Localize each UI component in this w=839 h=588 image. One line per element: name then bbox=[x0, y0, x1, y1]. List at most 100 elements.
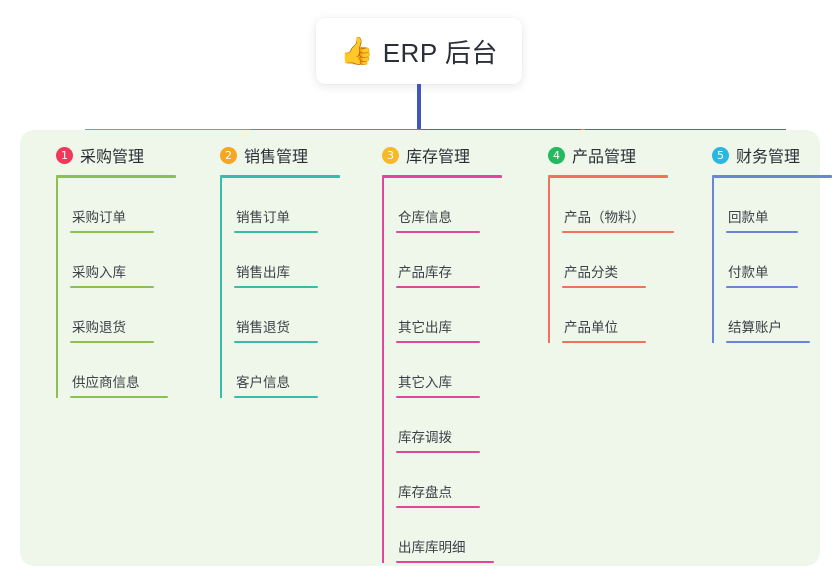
leaf-item-rule bbox=[726, 341, 810, 343]
column-rule-4 bbox=[548, 175, 668, 178]
leaf-item-label: 库存调拨 bbox=[398, 430, 452, 445]
leaf-item-rule bbox=[396, 396, 480, 398]
leaf-item-rule bbox=[396, 341, 480, 343]
leaf-item[interactable]: 其它入库 bbox=[382, 343, 502, 398]
column-title-1: 采购管理 bbox=[80, 149, 145, 166]
column-items-3: 仓库信息产品库存其它出库其它入库库存调拨库存盘点出库库明细 bbox=[362, 178, 502, 563]
leaf-item-label: 销售出库 bbox=[236, 265, 290, 280]
leaf-item[interactable]: 采购订单 bbox=[56, 178, 176, 233]
leaf-item-label: 其它入库 bbox=[398, 375, 452, 390]
leaf-item-rule bbox=[562, 286, 646, 288]
leaf-item[interactable]: 客户信息 bbox=[220, 343, 340, 398]
leaf-item-rule bbox=[234, 286, 318, 288]
page-title: ERP 后台 bbox=[382, 37, 498, 68]
column-1: 1 采购管理采购订单采购入库采购退货供应商信息 bbox=[36, 142, 176, 398]
leaf-item-label: 销售订单 bbox=[236, 210, 290, 225]
column-rule-5 bbox=[712, 175, 832, 178]
leaf-item-label: 供应商信息 bbox=[72, 375, 140, 390]
column-spine-3 bbox=[382, 178, 384, 563]
leaf-item-rule bbox=[234, 231, 318, 233]
column-header-2[interactable]: 2 销售管理 bbox=[200, 142, 340, 168]
leaf-item-rule bbox=[234, 396, 318, 398]
leaf-item-label: 付款单 bbox=[728, 265, 769, 280]
column-title-4: 产品管理 bbox=[572, 149, 637, 166]
leaf-item-rule bbox=[70, 396, 168, 398]
leaf-item[interactable]: 产品库存 bbox=[382, 233, 502, 288]
column-items-4: 产品（物料） 产品分类产品单位 bbox=[528, 178, 674, 343]
column-title-2: 销售管理 bbox=[244, 149, 309, 166]
leaf-item[interactable]: 其它出库 bbox=[382, 288, 502, 343]
column-badge-1: 1 bbox=[56, 146, 73, 164]
leaf-item[interactable]: 销售出库 bbox=[220, 233, 340, 288]
thumbs-up-icon: 👍 bbox=[340, 35, 374, 66]
column-header-1[interactable]: 1 采购管理 bbox=[36, 142, 176, 168]
leaf-item-label: 仓库信息 bbox=[398, 210, 452, 225]
column-badge-3: 3 bbox=[382, 146, 399, 164]
column-items-5: 回款单付款单结算账户 bbox=[692, 178, 832, 343]
leaf-item-rule bbox=[726, 286, 798, 288]
leaf-item-rule bbox=[70, 341, 154, 343]
leaf-item[interactable]: 结算账户 bbox=[712, 288, 832, 343]
column-spine-2 bbox=[220, 178, 222, 398]
column-spine-1 bbox=[56, 178, 58, 398]
leaf-item-rule bbox=[562, 231, 674, 233]
leaf-item[interactable]: 销售订单 bbox=[220, 178, 340, 233]
leaf-item-rule bbox=[562, 341, 646, 343]
leaf-item-rule bbox=[396, 231, 480, 233]
leaf-item-label: 结算账户 bbox=[728, 320, 782, 335]
column-badge-2: 2 bbox=[220, 146, 237, 164]
leaf-item-label: 采购入库 bbox=[72, 265, 126, 280]
leaf-item[interactable]: 产品（物料） bbox=[548, 178, 674, 233]
leaf-item-rule bbox=[396, 451, 480, 453]
leaf-item[interactable]: 产品单位 bbox=[548, 288, 668, 343]
leaf-item-label: 其它出库 bbox=[398, 320, 452, 335]
column-4: 4 产品管理产品（物料） 产品分类产品单位 bbox=[528, 142, 674, 343]
content-panel bbox=[20, 130, 820, 566]
leaf-item[interactable]: 采购退货 bbox=[56, 288, 176, 343]
leaf-item[interactable]: 仓库信息 bbox=[382, 178, 502, 233]
leaf-item[interactable]: 采购入库 bbox=[56, 233, 176, 288]
column-header-4[interactable]: 4 产品管理 bbox=[528, 142, 668, 168]
leaf-item-rule bbox=[70, 286, 154, 288]
column-2: 2 销售管理销售订单销售出库销售退货客户信息 bbox=[200, 142, 340, 398]
column-rule-3 bbox=[382, 175, 502, 178]
column-rule-1 bbox=[56, 175, 176, 178]
column-badge-5: 5 bbox=[712, 146, 729, 164]
leaf-item[interactable]: 回款单 bbox=[712, 178, 832, 233]
leaf-item[interactable]: 产品分类 bbox=[548, 233, 668, 288]
leaf-item-label: 产品（物料） bbox=[564, 210, 645, 225]
column-spine-5 bbox=[712, 178, 714, 343]
column-header-3[interactable]: 3 库存管理 bbox=[362, 142, 502, 168]
column-spine-4 bbox=[548, 178, 550, 343]
leaf-item-label: 回款单 bbox=[728, 210, 769, 225]
leaf-item-label: 采购退货 bbox=[72, 320, 126, 335]
leaf-item-label: 产品分类 bbox=[564, 265, 618, 280]
leaf-item-rule bbox=[234, 341, 318, 343]
leaf-item-label: 采购订单 bbox=[72, 210, 126, 225]
leaf-item-rule bbox=[396, 286, 480, 288]
column-3: 3 库存管理仓库信息产品库存其它出库其它入库库存调拨库存盘点出库库明细 bbox=[362, 142, 502, 563]
leaf-item[interactable]: 库存调拨 bbox=[382, 398, 502, 453]
root-node-erp-backend[interactable]: 👍 ERP 后台 bbox=[316, 18, 522, 84]
column-badge-4: 4 bbox=[548, 146, 565, 164]
leaf-item-rule bbox=[396, 506, 480, 508]
leaf-item[interactable]: 库存盘点 bbox=[382, 453, 502, 508]
leaf-item[interactable]: 供应商信息 bbox=[56, 343, 176, 398]
leaf-item-rule bbox=[726, 231, 798, 233]
leaf-item-label: 库存盘点 bbox=[398, 485, 452, 500]
leaf-item-label: 产品单位 bbox=[564, 320, 618, 335]
leaf-item[interactable]: 付款单 bbox=[712, 233, 832, 288]
column-items-1: 采购订单采购入库采购退货供应商信息 bbox=[36, 178, 176, 398]
column-rule-2 bbox=[220, 175, 340, 178]
leaf-item[interactable]: 出库库明细 bbox=[382, 508, 502, 563]
leaf-item[interactable]: 销售退货 bbox=[220, 288, 340, 343]
leaf-item-rule bbox=[70, 231, 154, 233]
leaf-item-label: 出库库明细 bbox=[398, 540, 466, 555]
leaf-item-label: 产品库存 bbox=[398, 265, 452, 280]
leaf-item-label: 客户信息 bbox=[236, 375, 290, 390]
column-title-3: 库存管理 bbox=[406, 149, 471, 166]
leaf-item-label: 销售退货 bbox=[236, 320, 290, 335]
